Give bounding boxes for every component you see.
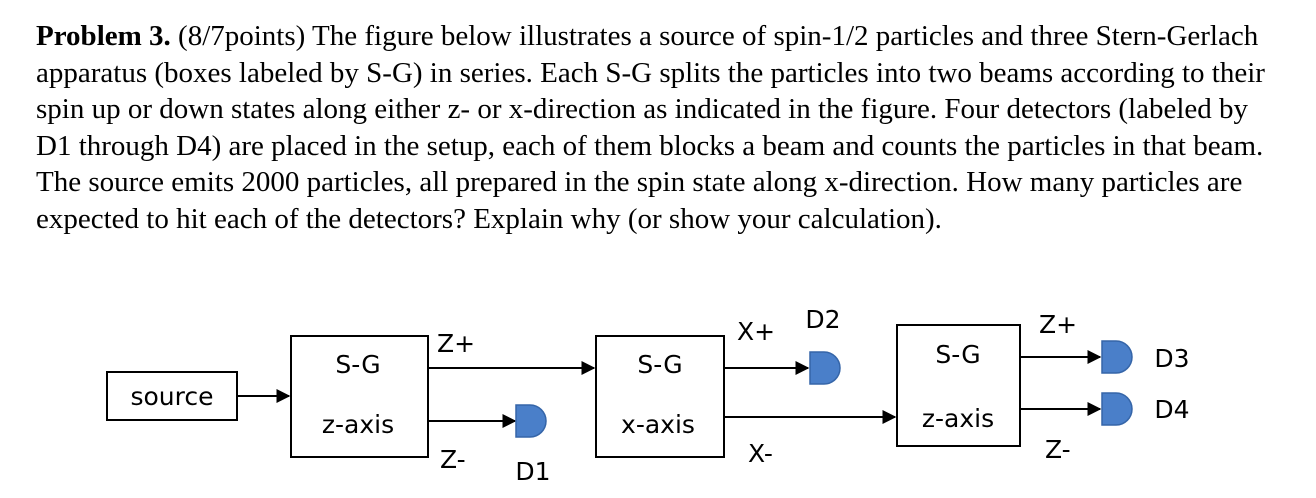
detector-d1-icon [515,404,547,438]
detector-d4-label: D4 [1154,395,1189,424]
source-label: source [130,382,213,411]
sg2-up-label: X+ [737,317,775,346]
sg3-title: S-G [935,340,980,369]
detector-d1-label: D1 [515,457,550,486]
sg3-axis: z-axis [922,404,994,433]
detector-d2-label: D2 [805,305,840,334]
problem-statement: Problem 3. (8/7points) The figure below … [36,18,1286,237]
sg1-box [290,335,429,458]
sg1-down-label: Z- [440,445,466,474]
sg1-axis: z-axis [322,410,394,439]
sg2-axis: x-axis [621,410,695,439]
sg1-up-label: Z+ [437,329,475,358]
detector-d3-label: D3 [1154,344,1189,373]
sg3-down-label: Z- [1045,435,1071,464]
sg2-title: S-G [637,350,682,379]
detector-d4-icon [1101,392,1133,426]
sg3-up-label: Z+ [1039,310,1077,339]
problem-text: (8/7points) The figure below illustrates… [36,20,1265,235]
sg2-box [595,335,725,458]
detector-d3-icon [1101,340,1133,374]
sg1-title: S-G [335,350,380,379]
sg3-box [896,324,1021,447]
problem-heading: Problem 3. [36,20,171,52]
sg2-down-label: X- [748,439,773,468]
detector-d2-icon [809,351,841,385]
